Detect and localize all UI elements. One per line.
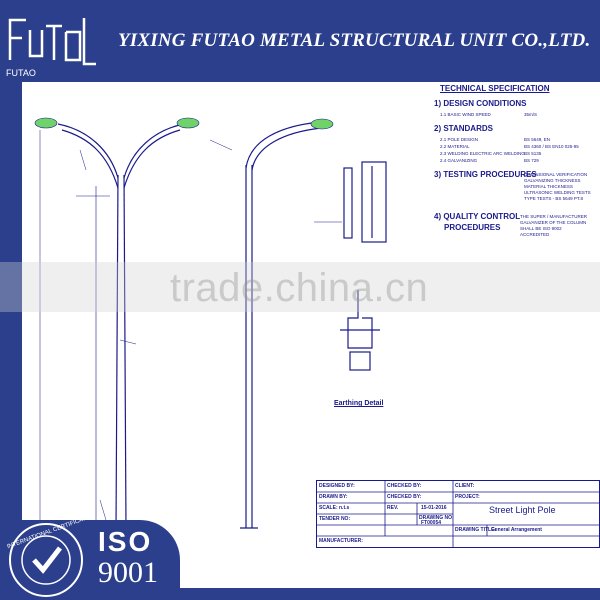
pole-shaft-right — [123, 174, 127, 529]
spec-heading-quality-2: PROCEDURES — [444, 223, 501, 232]
header-banner — [0, 0, 600, 82]
earthing-rod — [347, 290, 373, 349]
logo-text: FUTAO — [6, 68, 36, 78]
iso-badge-background — [0, 520, 180, 600]
title-block-grid — [317, 481, 599, 547]
spec-item-value: SHALL BE ISO 9002 — [520, 226, 562, 231]
manufacturer-label: MANUFACTURER: — [319, 538, 363, 544]
spec-item-label: 2.4 GALVANIZING — [440, 158, 478, 163]
title-block: DESIGNED BY: CHECKED BY: CLIENT: DRAWN B… — [316, 480, 600, 548]
spec-item-value: GALVANIZER OF THE COLUMN — [520, 220, 587, 225]
rev-label: REV. — [387, 505, 399, 511]
pole-shaft-left — [115, 174, 119, 529]
earthing-plate — [349, 351, 371, 371]
iso-label: ISO — [98, 526, 153, 557]
spec-item-value: BS 5135 — [524, 151, 542, 156]
date-value: 15-01-2016 — [421, 505, 447, 511]
drawing-title-value: General Arrangement — [491, 527, 542, 533]
lamp-head-left — [34, 117, 58, 129]
bracket-detail-b — [361, 161, 387, 243]
iso-seal: INTERNATIONAL CERTIFICATION — [6, 520, 86, 597]
spec-heading-testing: 3) TESTING PROCEDURES — [434, 170, 537, 179]
spec-item-value: ULTRASONIC WELDING TESTS — [524, 190, 591, 195]
pole-arm-left — [57, 123, 119, 179]
drawing-no-label: DRAWING NO: — [419, 515, 454, 521]
spec-heading-quality: 4) QUALITY CONTROL — [434, 212, 521, 221]
drawing-title-label: DRAWING TITLE: — [455, 527, 497, 533]
watermark-band — [0, 262, 600, 312]
checkmark-icon — [32, 546, 62, 574]
scale-label: SCALE: n.t.s — [319, 505, 350, 511]
tender-no-label: TENDER NO: — [319, 516, 351, 522]
designed-by-label: DESIGNED BY: — [319, 483, 355, 489]
checked-by-label-2: CHECKED BY: — [387, 494, 422, 500]
spec-item-value: 35m/S — [524, 112, 538, 117]
earthing-detail-label: Earthing Detail — [334, 400, 384, 407]
spec-item-label: 2.3 WELDING ELECTRIC ARC WELDING — [440, 151, 525, 156]
spec-item-label: 2.2 MATERIAL — [440, 144, 470, 149]
project-value: Street Light Pole — [489, 505, 556, 515]
watermark: trade.china.cn — [170, 266, 429, 310]
pole-arm-right — [123, 123, 185, 179]
spec-item-label: 2.1 POLE DESIGN — [440, 137, 479, 142]
left-accent-strip — [0, 82, 22, 600]
lamp-head-side — [310, 118, 334, 130]
side-pole-arm — [245, 121, 321, 169]
spec-item-value: BS 729 — [524, 158, 539, 163]
spec-item-value: GALVANIZING THICKNESS — [524, 178, 581, 183]
drawn-by-label: DRAWN BY: — [319, 494, 348, 500]
spec-item-value: ACCREDITED — [520, 232, 550, 237]
lamp-head-right — [176, 117, 200, 129]
spec-item-value: DIMENSIONAL VERIFICATION — [524, 172, 588, 177]
spec-heading-design: 1) DESIGN CONDITIONS — [434, 99, 527, 108]
bracket-detail-a — [343, 167, 353, 239]
iso-number: 9001 — [98, 556, 158, 589]
spec-item-value: THE SUPER / MANUFACTURER — [520, 214, 588, 219]
spec-item-label: 1.1 BASIC WIND SPEED — [440, 112, 491, 117]
company-name: YIXING FUTAO METAL STRUCTURAL UNIT CO.,L… — [118, 30, 591, 51]
client-label: CLIENT: — [455, 483, 475, 489]
spec-item-value: BS 4360 / BS EN10 025-95 — [524, 144, 579, 149]
spec-title: TECHNICAL SPECIFICATION — [440, 84, 550, 93]
company-logo: FUTAO — [0, 0, 96, 82]
drawing-no-value: FT00054 — [421, 520, 442, 526]
checked-by-label: CHECKED BY: — [387, 483, 422, 489]
spec-item-value: MATERIAL THICKNESS — [524, 184, 573, 189]
spec-item-value: TYPE TESTS - BS 5649 PT.8 — [524, 196, 583, 201]
project-label: PROJECT: — [455, 494, 480, 500]
spec-heading-standards: 2) STANDARDS — [434, 124, 493, 133]
spec-item-value: BS 5649, EN — [524, 137, 551, 142]
